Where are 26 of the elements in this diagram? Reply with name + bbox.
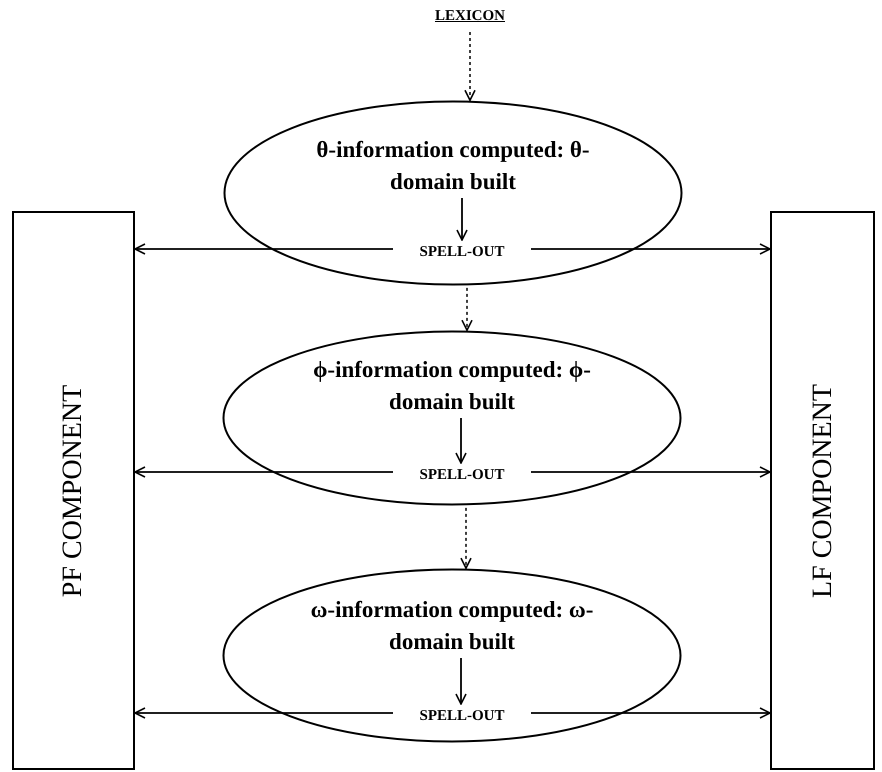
arrow	[134, 466, 393, 478]
dotted-arrow	[460, 508, 472, 569]
dotted-arrow	[461, 288, 473, 331]
lexicon-label: LEXICON	[415, 2, 525, 30]
dotted-arrow	[464, 32, 476, 102]
arrow	[134, 243, 393, 255]
stage-ellipse	[222, 330, 682, 506]
arrow	[455, 418, 467, 464]
arrow	[531, 466, 771, 478]
stage-heading: θ-information computed: θ-domain built	[308, 134, 598, 198]
spell-out-label: SPELL-OUT	[397, 240, 527, 264]
arrow	[531, 243, 771, 255]
stage-ellipse	[223, 100, 683, 286]
stage-heading: ω-information computed: ω-domain built	[307, 594, 597, 658]
arrow	[456, 198, 468, 241]
arrow	[455, 658, 467, 705]
component-label: PF COMPONENT	[56, 384, 90, 597]
component-box	[770, 211, 875, 770]
spell-out-label: SPELL-OUT	[397, 463, 527, 487]
arrow	[134, 707, 393, 719]
stage-ellipse	[222, 568, 682, 743]
stage-heading: ϕ-information computed: ϕ-domain built	[307, 354, 597, 418]
spell-out-label: SPELL-OUT	[397, 704, 527, 728]
component-label: LF COMPONENT	[806, 384, 838, 598]
arrow	[531, 707, 771, 719]
component-box	[12, 211, 135, 770]
